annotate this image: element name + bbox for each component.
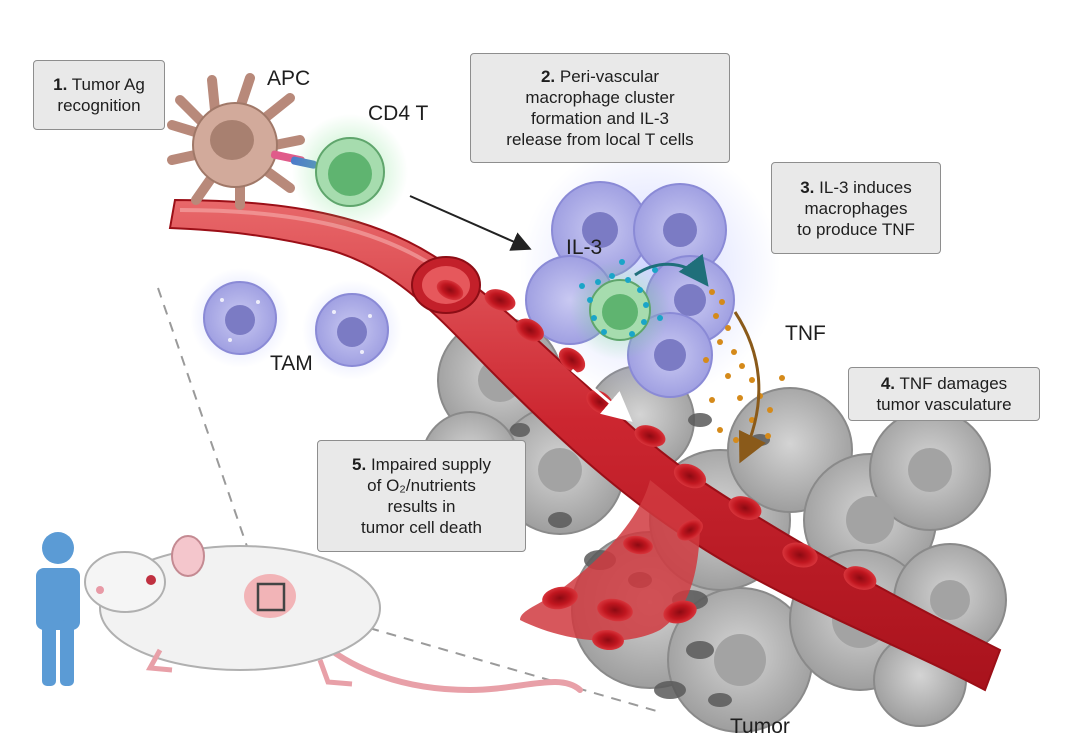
- label-apc: APC: [267, 67, 311, 90]
- migration-arrow: [409, 195, 532, 251]
- label-tnf: TNF: [785, 322, 826, 345]
- red-blood-cells: [436, 279, 877, 651]
- callout-step-3: 3. IL-3 induces macrophages to produce T…: [771, 162, 941, 254]
- local-t-cell: [570, 260, 670, 360]
- callout-step-4: 4. TNF damages tumor vasculature: [848, 367, 1040, 421]
- label-tumor: Tumor: [730, 715, 790, 738]
- tam-cells: [190, 268, 402, 380]
- flow-arrow: [571, 368, 633, 422]
- mouse-illustration: [84, 535, 583, 694]
- label-il3: IL-3: [566, 236, 603, 259]
- label-cd4-t: CD4 T: [368, 102, 429, 125]
- tnf-arrow: [733, 311, 766, 464]
- il3-arrow: [634, 253, 709, 287]
- apc-cell: [167, 73, 317, 210]
- label-tam: TAM: [270, 352, 313, 375]
- callout-step-2: 2. Peri-vascular macrophage cluster form…: [470, 53, 730, 163]
- callout-step-1: 1. Tumor Ag recognition: [33, 60, 165, 130]
- human-icon: [36, 532, 80, 686]
- il3-particles: [579, 259, 663, 337]
- cd4-t-cell: [292, 114, 408, 230]
- callout-step-5: 5. Impaired supply of O₂/nutrients resul…: [317, 440, 526, 552]
